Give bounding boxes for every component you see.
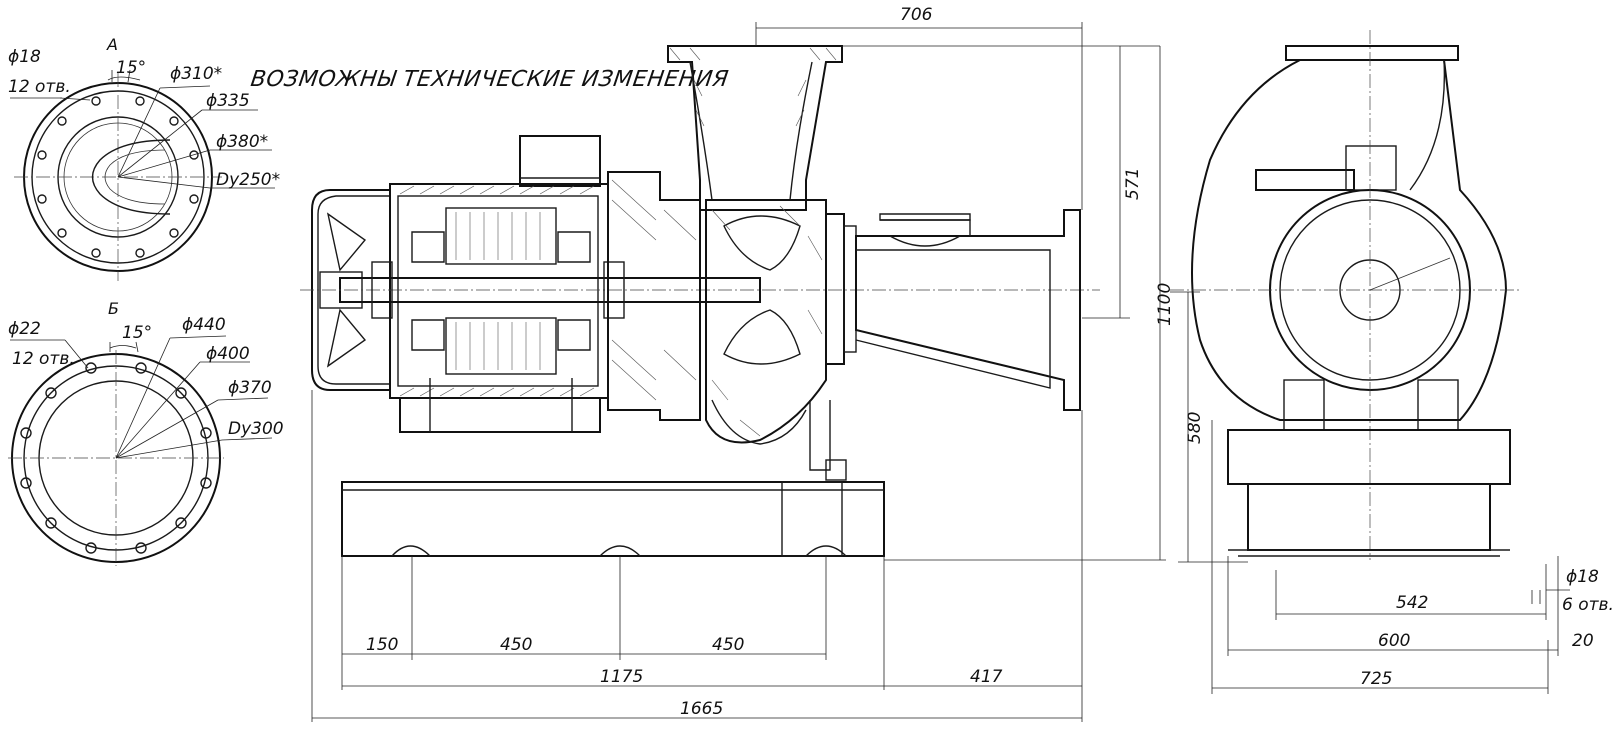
flange-b-d3: ϕ370 xyxy=(228,378,272,398)
dim-150: 150 xyxy=(366,635,398,655)
dim-417: 417 xyxy=(970,667,1003,687)
flange-b-d1: ϕ440 xyxy=(182,315,226,335)
suction-pipe xyxy=(855,209,1081,411)
flange-a-label: А xyxy=(106,35,118,54)
dim-580: 580 xyxy=(1185,412,1205,444)
flange-a-angle: 15° xyxy=(116,58,146,78)
pump-casing-section xyxy=(607,45,857,445)
flange-b-dn: Dy300 xyxy=(228,419,284,439)
flange-a-holes-count: 12 отв. xyxy=(8,77,71,97)
baseframe xyxy=(341,400,885,557)
dim-542: 542 xyxy=(1396,593,1428,613)
dim-holes-count: 6 отв. xyxy=(1562,595,1614,615)
dim-1665: 1665 xyxy=(680,699,723,719)
flange-a-view xyxy=(10,69,275,281)
dim-holes-dia: ϕ18 xyxy=(1566,567,1599,587)
flange-b-angle: 15° xyxy=(122,323,152,343)
dim-706: 706 xyxy=(900,5,933,25)
flange-a-bolt-holes xyxy=(37,96,199,258)
flange-b-d2: ϕ400 xyxy=(206,344,250,364)
flange-b-label: Б xyxy=(108,299,119,318)
dim-20: 20 xyxy=(1572,631,1594,651)
dim-571: 571 xyxy=(1123,168,1143,200)
technical-changes-note: ВОЗМОЖНЫ ТЕХНИЧЕСКИЕ ИЗМЕНЕНИЯ xyxy=(249,66,730,92)
flange-a-d1: ϕ310* xyxy=(170,64,222,84)
dim-1100: 1100 xyxy=(1155,283,1175,326)
dim-450-b: 450 xyxy=(712,635,744,655)
flange-a-d2: ϕ335 xyxy=(206,91,250,111)
dim-1175: 1175 xyxy=(600,667,643,687)
flange-b-bolt-holes xyxy=(20,362,212,554)
flange-a-d3: ϕ380* xyxy=(216,132,268,152)
dimension-lines xyxy=(311,22,1570,722)
flange-b-holes-count: 12 отв. xyxy=(12,349,75,369)
flange-a-dn: Dy250* xyxy=(216,170,280,190)
flange-b-view xyxy=(8,335,273,566)
pump-end-view xyxy=(1170,30,1520,560)
dim-600: 600 xyxy=(1378,631,1410,651)
dim-725: 725 xyxy=(1360,669,1392,689)
flange-a-holes-dia: ϕ18 xyxy=(8,47,41,67)
flange-b-holes-dia: ϕ22 xyxy=(8,319,41,339)
dim-450-a: 450 xyxy=(500,635,532,655)
